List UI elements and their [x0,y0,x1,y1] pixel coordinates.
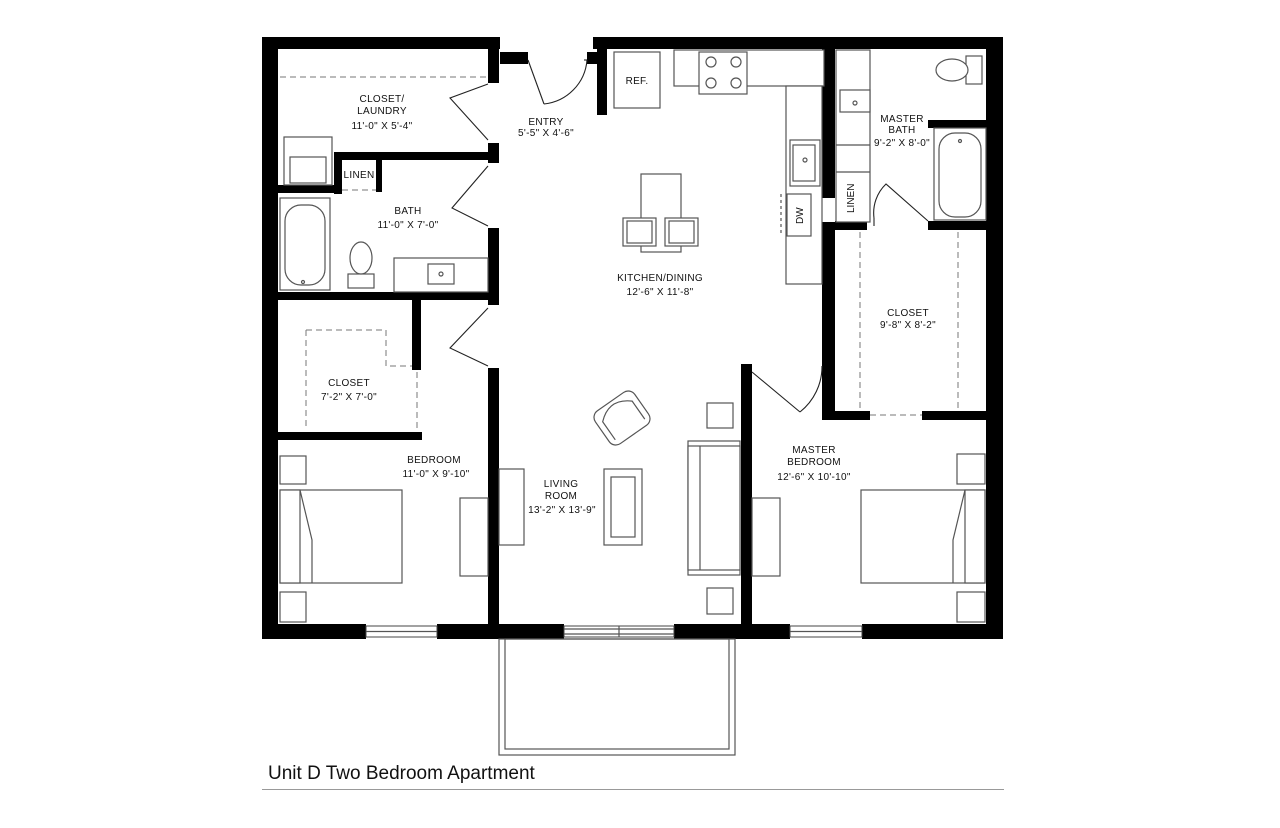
living-furniture [498,390,741,615]
master-bath-label-1: MASTER [880,114,923,125]
armchair [593,390,651,446]
exterior-walls [262,37,1003,639]
refrigerator-icon [613,51,661,109]
dishwasher-label: DW [795,207,806,224]
master-bedroom-label-2: BEDROOM [787,457,841,468]
master-bedroom-label-1: MASTER [792,445,835,456]
master-bathtub [933,127,987,221]
toilet-icon [347,241,375,289]
entry-label: ENTRY [528,117,563,128]
master-vanity-sink [839,89,871,113]
master-toilet-icon [935,55,983,85]
master-bath-label-2: BATH [888,125,915,136]
living-room-size: 13'-2" X 13'-9" [528,505,596,516]
bath-label: BATH [394,206,421,217]
closet-laundry-label-2: LAUNDRY [357,106,407,117]
plan-title: Unit D Two Bedroom Apartment [268,763,535,784]
living-room-label-1: LIVING [544,479,579,490]
dining-table [622,173,699,253]
closet-laundry-size: 11'-0" X 5'-4" [351,121,412,132]
master-closet-label: CLOSET [887,308,929,319]
bedroom-closet-size: 7'-2" X 7'-0" [321,392,377,403]
bath-fixtures [279,197,489,293]
kitchen-fixtures [613,49,825,285]
title-underline [262,789,1004,790]
master-bedroom-furniture [751,453,986,623]
closet-shelf-lines [280,76,959,430]
washer-dryer [283,136,333,186]
kitchen-sink [789,139,821,187]
refrigerator-label: REF. [626,76,649,87]
sofa [687,440,741,576]
entry-size: 5'-5" X 4'-6" [518,128,574,139]
master-bath-size: 9'-2" X 8'-0" [874,138,930,149]
master-bedroom-size: 12'-6" X 10'-10" [777,472,851,483]
master-linen-label: LINEN [846,184,857,213]
doors [449,59,929,413]
room-labels: CLOSET/ LAUNDRY 11'-0" X 5'-4" ENTRY 5'-… [321,76,936,516]
kitchen-dining-size: 12'-6" X 11'-8" [627,287,694,298]
bedroom-label: BEDROOM [407,455,461,466]
linen-label: LINEN [344,170,375,181]
range-icon [698,51,748,95]
bedroom-closet-label: CLOSET [328,378,370,389]
vanity-sink [393,257,489,293]
bath-size: 11'-0" X 7'-0" [377,220,438,231]
kitchen-dining-label: KITCHEN/DINING [617,273,703,284]
living-room-label-2: ROOM [545,491,577,502]
master-closet-size: 9'-8" X 8'-2" [880,320,936,331]
bedroom-size: 11'-0" X 9'-10" [403,469,470,480]
bedroom-furniture [279,455,489,623]
balcony [498,638,736,756]
master-bath-fixtures [835,49,987,223]
windows [365,625,863,638]
interior-walls [278,37,990,628]
closet-laundry-label-1: CLOSET/ [360,94,405,105]
